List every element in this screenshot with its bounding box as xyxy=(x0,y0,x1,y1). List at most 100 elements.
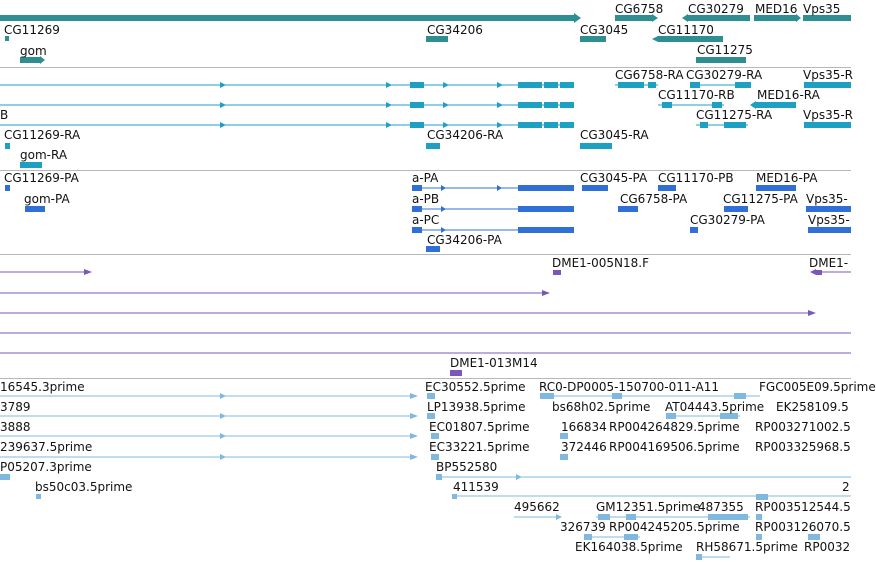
est-label[interactable]: RH58671.5prime xyxy=(696,540,798,554)
transcript-exon[interactable] xyxy=(560,82,574,88)
transcript-label[interactable]: CG34206-RA xyxy=(427,128,504,142)
protein-segment[interactable] xyxy=(756,185,796,191)
est-label[interactable]: 166834 xyxy=(561,420,607,434)
est-label[interactable]: EK164038.5prime xyxy=(575,540,683,554)
protein-segment[interactable] xyxy=(426,246,440,252)
gene-feature[interactable] xyxy=(658,36,723,42)
gene-feature[interactable] xyxy=(615,15,652,21)
est-feature[interactable] xyxy=(560,433,568,439)
est-label[interactable]: RP003512544.5 xyxy=(755,500,851,514)
est-label[interactable]: 326739 xyxy=(560,520,606,534)
transcript-label[interactable]: CG6758-RA xyxy=(615,68,684,82)
est-feature[interactable] xyxy=(756,494,768,500)
est-feature[interactable] xyxy=(427,393,435,399)
gene-feature[interactable] xyxy=(5,36,9,41)
gene-label[interactable]: Vps35 xyxy=(803,2,841,16)
clone-label[interactable]: DME1-013M14 xyxy=(450,356,538,370)
transcript-exon[interactable] xyxy=(20,162,42,168)
protein-segment[interactable] xyxy=(518,185,574,191)
clone-label[interactable]: DME1-005N18.F xyxy=(552,256,650,270)
transcript-exon[interactable] xyxy=(518,82,542,88)
protein-segment[interactable] xyxy=(518,206,574,212)
protein-segment[interactable] xyxy=(658,185,676,191)
clone-end[interactable] xyxy=(816,270,822,275)
protein-label[interactable]: CG34206-PA xyxy=(427,233,502,247)
clone-end[interactable] xyxy=(553,270,561,275)
transcript-exon[interactable] xyxy=(544,102,558,108)
est-label[interactable]: 487355 xyxy=(698,500,744,514)
est-feature[interactable] xyxy=(734,393,746,399)
gene-feature[interactable] xyxy=(0,15,574,21)
transcript-label[interactable]: Vps35-R xyxy=(803,108,854,122)
est-arrow[interactable] xyxy=(410,454,418,460)
est-label[interactable]: RP003126070.5 xyxy=(755,520,851,534)
protein-label[interactable]: CG30279-PA xyxy=(690,213,765,227)
est-label[interactable]: LP13938.5prime xyxy=(427,400,526,414)
transcript-exon[interactable] xyxy=(560,122,574,128)
transcript-label[interactable]: Vps35-R xyxy=(803,68,854,82)
transcript-exon[interactable] xyxy=(724,122,746,128)
transcript-exon[interactable] xyxy=(426,143,440,149)
est-label[interactable]: RP004264829.5prime xyxy=(609,420,740,434)
est-feature[interactable] xyxy=(427,413,435,419)
transcript-exon[interactable] xyxy=(544,122,558,128)
protein-label[interactable]: CG11170-PB xyxy=(658,171,734,185)
est-label[interactable]: AT04443.5prime xyxy=(665,400,765,414)
est-feature[interactable] xyxy=(436,474,442,480)
est-label[interactable]: 2 xyxy=(842,480,850,494)
protein-segment[interactable] xyxy=(5,185,10,191)
transcript-exon[interactable] xyxy=(410,122,424,128)
transcript-exon[interactable] xyxy=(648,82,656,88)
est-label[interactable]: GM12351.5prime xyxy=(596,500,701,514)
clone-end-arrow[interactable] xyxy=(542,290,550,296)
transcript-exon[interactable] xyxy=(580,143,612,149)
est-label[interactable]: RP004169506.5prime xyxy=(609,440,740,454)
gene-feature[interactable] xyxy=(20,57,40,63)
transcript-exon[interactable] xyxy=(804,82,851,88)
protein-segment[interactable] xyxy=(690,227,698,233)
transcript-exon[interactable] xyxy=(690,82,700,88)
clone-end-arrow[interactable] xyxy=(810,269,816,275)
transcript-label[interactable]: gom-RA xyxy=(20,148,68,162)
est-label[interactable]: BP552580 xyxy=(436,460,498,474)
est-arrow[interactable] xyxy=(410,413,418,419)
est-label[interactable]: FGC005E09.5prime xyxy=(759,380,876,394)
est-label[interactable]: EC01807.5prime xyxy=(429,420,530,434)
transcript-label[interactable]: B xyxy=(0,108,9,122)
transcript-exon[interactable] xyxy=(756,102,796,108)
transcript-exon[interactable] xyxy=(735,82,751,88)
est-label[interactable]: RP004245205.5prime xyxy=(609,520,740,534)
transcript-exon[interactable] xyxy=(618,82,644,88)
est-feature[interactable] xyxy=(584,534,592,540)
protein-segment[interactable] xyxy=(808,227,851,233)
protein-label[interactable]: CG3045-PA xyxy=(580,171,648,185)
gene-feature[interactable] xyxy=(696,57,746,63)
gene-label[interactable]: CG11269 xyxy=(4,23,60,37)
protein-segment[interactable] xyxy=(518,227,574,233)
protein-segment[interactable] xyxy=(724,206,748,212)
gene-label[interactable]: CG30279 xyxy=(688,2,744,16)
gene-label[interactable]: CG6758 xyxy=(615,2,664,16)
transcript-label[interactable]: CG11269-RA xyxy=(4,128,81,142)
est-arrow[interactable] xyxy=(410,393,418,399)
transcript-exon[interactable] xyxy=(410,102,424,108)
protein-label[interactable]: Vps35- xyxy=(808,213,850,227)
est-label[interactable]: bs50c03.5prime xyxy=(35,480,133,494)
clone-end-arrow[interactable] xyxy=(808,310,816,316)
transcript-exon[interactable] xyxy=(544,82,558,88)
est-feature[interactable] xyxy=(696,554,702,560)
est-label[interactable]: 372446 xyxy=(561,440,607,454)
protein-label[interactable]: a-PC xyxy=(412,213,440,227)
protein-label[interactable]: a-PB xyxy=(412,192,440,206)
est-label[interactable]: 411539 xyxy=(453,480,499,494)
protein-segment[interactable] xyxy=(412,185,422,191)
gene-label[interactable]: MED16 xyxy=(755,2,798,16)
est-label[interactable]: bs68h02.5prime xyxy=(552,400,651,414)
protein-label[interactable]: CG11275-PA xyxy=(723,192,798,206)
est-label[interactable]: EK258109.5 xyxy=(776,400,849,414)
transcript-label[interactable]: MED16-RA xyxy=(757,88,820,102)
transcript-exon[interactable] xyxy=(700,122,708,128)
transcript-exon[interactable] xyxy=(560,102,574,108)
est-feature[interactable] xyxy=(540,393,554,399)
protein-label[interactable]: a-PA xyxy=(412,171,439,185)
